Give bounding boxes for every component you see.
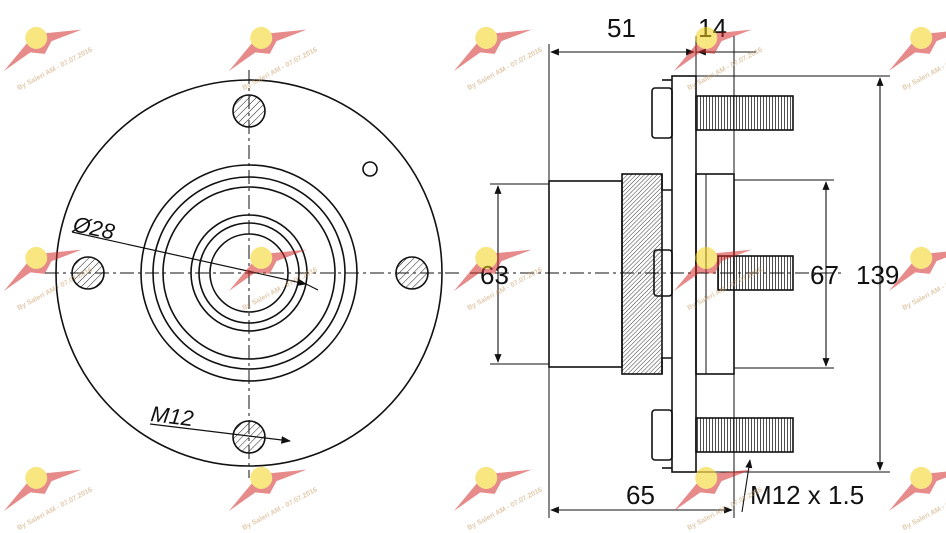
- flange-outline: [55, 79, 443, 467]
- bore-diameter-label: Ø28: [70, 211, 118, 244]
- dim-label-67: 67: [810, 260, 839, 290]
- watermark-logo: By Saleri AM - 07.07.2016: [888, 26, 946, 92]
- side-view: [470, 36, 890, 518]
- stud-thread-bottom: [695, 417, 794, 453]
- stud-hole-top: [232, 94, 266, 128]
- locating-hole: [362, 161, 378, 177]
- watermark-logo: By Saleri AM - 07.07.2016: [673, 466, 764, 532]
- hub-section: [621, 173, 663, 375]
- watermark-logo: By Saleri AM - 07.07.2016: [453, 26, 544, 92]
- front-view: [45, 70, 462, 478]
- stud-head-center: [653, 249, 673, 297]
- stud-thread-center: [717, 255, 794, 291]
- stud-head-top: [651, 87, 673, 139]
- watermark-logo: By Saleri AM - 07.07.2016: [3, 466, 94, 532]
- watermark-logo: By Saleri AM - 07.07.2016: [453, 466, 544, 532]
- stud-hole-left: [71, 256, 105, 290]
- dim-label-thread: M12 x 1.5: [750, 480, 864, 510]
- watermark-logo: By Saleri AM - 07.07.2016: [228, 246, 319, 312]
- watermark-logo: By Saleri AM - 07.07.2016: [453, 246, 544, 312]
- watermark-logo: By Saleri AM - 07.07.2016: [888, 466, 946, 532]
- watermark-logo: By Saleri AM - 07.07.2016: [3, 26, 94, 92]
- stud-dim-leader: [149, 423, 291, 444]
- stud-size-label: M12: [149, 401, 195, 431]
- dim-label-65: 65: [626, 480, 655, 510]
- dim-label-51: 51: [607, 13, 636, 43]
- hub-ring-2: [152, 176, 346, 370]
- watermark-layer: By Saleri AM - 07.07.2016 By Saleri AM - …: [3, 26, 946, 532]
- stud-hole-right: [395, 256, 429, 290]
- hub-body: [548, 180, 623, 368]
- stud-thread-top: [695, 95, 794, 131]
- dim-label-139: 139: [856, 260, 899, 290]
- watermark-logo: By Saleri AM - 07.07.2016: [228, 466, 319, 532]
- hub-ring-3: [162, 186, 336, 360]
- stud-hole-bottom: [232, 420, 266, 454]
- hub-ring-4: [190, 214, 308, 332]
- bore: [209, 233, 289, 313]
- hub-ring-outer: [140, 164, 358, 382]
- bore-dim-leader: [71, 231, 307, 286]
- stud-head-bottom: [651, 409, 673, 461]
- hub-ring-5: [198, 222, 300, 324]
- thread-dim-leader: [741, 459, 753, 513]
